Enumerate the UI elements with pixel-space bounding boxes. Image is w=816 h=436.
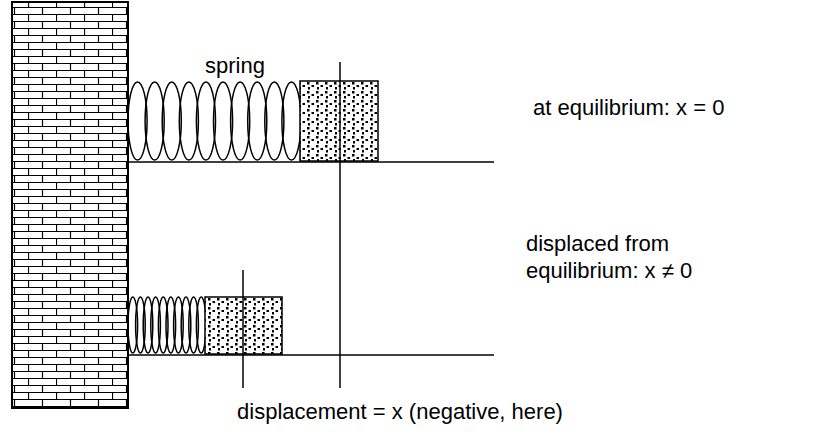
coil-turn xyxy=(162,82,181,160)
spring-coil xyxy=(128,297,206,353)
coil-turn xyxy=(179,82,198,160)
coil-turn xyxy=(145,82,164,160)
coil-turn xyxy=(231,82,250,160)
coil-turn xyxy=(128,82,147,160)
coil-turn xyxy=(248,82,267,160)
coil-turn xyxy=(196,82,215,160)
coil-turn xyxy=(214,82,233,160)
brick-wall xyxy=(12,2,128,408)
displacement-label: displacement = x (negative, here) xyxy=(237,398,563,425)
equilibrium-marker xyxy=(339,62,341,388)
state-label: displaced from equilibrium: x ≠ 0 xyxy=(526,230,736,284)
mass-block xyxy=(300,81,378,161)
floor-line xyxy=(128,354,494,356)
position-marker xyxy=(242,270,244,388)
spring-coil xyxy=(128,82,301,160)
coil-turn xyxy=(265,82,284,160)
state-label: at equilibrium: x = 0 xyxy=(533,94,724,121)
coil-turn xyxy=(282,82,301,160)
spring-label: spring xyxy=(205,52,265,79)
